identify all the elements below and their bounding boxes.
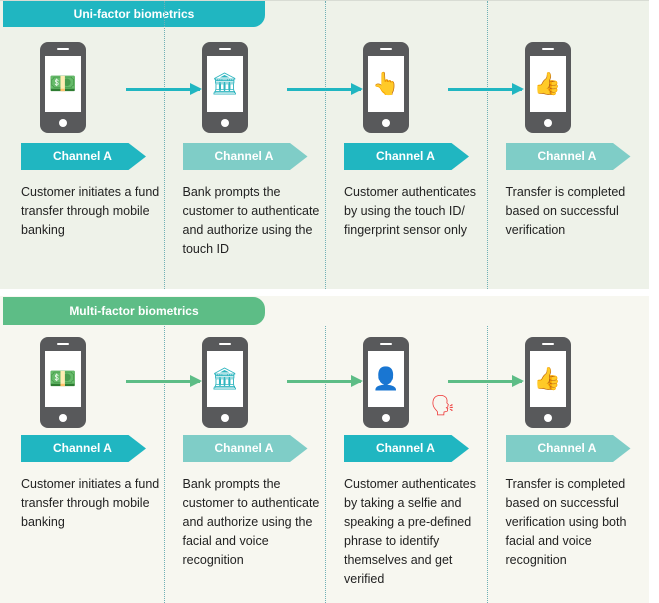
- divider: [487, 326, 488, 603]
- face-scan-icon: 👤: [372, 366, 400, 391]
- bank-icon: 🏛: [210, 71, 239, 96]
- channel-label: Channel A: [182, 143, 308, 170]
- phone-icon: 🏛: [201, 337, 248, 428]
- divider: [325, 326, 326, 603]
- phone-icon: 👤: [363, 337, 409, 428]
- phone-icon: 💵: [40, 337, 86, 428]
- step-description: Customer authenticates by taking a selfi…: [344, 477, 477, 586]
- arrow-right-icon: [448, 83, 524, 95]
- step-description: Customer initiates a fund transfer throu…: [21, 477, 160, 529]
- step-description: Bank prompts the customer to authenticat…: [182, 185, 320, 256]
- step-3: 👤 Channel A Customer authenticates by ta…: [323, 0, 485, 603]
- channel-label: Channel A: [344, 435, 469, 462]
- step-1: 💵 Channel A Customer initiates a fund tr…: [0, 0, 162, 603]
- step-description: Transfer is completed based on successfu…: [505, 477, 627, 567]
- step-1: 💵 Channel A Customer initiates a fund tr…: [0, 0, 162, 603]
- step-4: 👍 Channel A Transfer is completed based …: [485, 0, 647, 603]
- channel-label: Channel A: [505, 435, 631, 462]
- speaking-face-icon: 🗣: [430, 395, 456, 417]
- money-icon: 💵: [49, 366, 77, 391]
- step-description: Bank prompts the customer to authenticat…: [182, 477, 320, 567]
- arrow-right-icon: [126, 83, 202, 95]
- phone-icon: 💵: [40, 42, 86, 133]
- phone-icon: 👍: [524, 337, 571, 428]
- channel-label: Channel A: [21, 435, 146, 462]
- section-title: Multi-factor biometrics: [3, 297, 265, 325]
- divider: [487, 1, 488, 289]
- money-icon: 💵: [49, 71, 77, 96]
- channel-label: Channel A: [182, 435, 308, 462]
- section-title: Uni-factor biometrics: [3, 1, 265, 27]
- step-3: 👆 Channel A Customer authenticates by us…: [323, 0, 485, 603]
- step-2: 🏛 Channel A Bank prompts the customer to…: [162, 0, 324, 603]
- step-4: 👍 Channel A Transfer is completed based …: [485, 0, 647, 603]
- bank-icon: 🏛: [210, 366, 239, 391]
- divider: [164, 1, 165, 289]
- arrow-right-icon: [126, 375, 202, 387]
- channel-label: Channel A: [344, 143, 469, 170]
- arrow-right-icon: [287, 375, 363, 387]
- divider: [164, 326, 165, 603]
- arrow-right-icon: [287, 83, 363, 95]
- channel-label: Channel A: [505, 143, 631, 170]
- thumbs-up-icon: 👍: [533, 366, 562, 391]
- step-description: Transfer is completed based on successfu…: [505, 185, 626, 237]
- divider: [325, 1, 326, 289]
- phone-icon: 👆: [363, 42, 409, 133]
- fingerprint-touch-icon: 👆: [372, 71, 400, 96]
- channel-label: Channel A: [21, 143, 146, 170]
- thumbs-up-icon: 👍: [533, 71, 562, 96]
- arrow-right-icon: [448, 375, 524, 387]
- phone-icon: 🏛: [201, 42, 248, 133]
- phone-icon: 👍: [524, 42, 571, 133]
- step-2: 🏛 Channel A Bank prompts the customer to…: [162, 0, 324, 603]
- step-description: Customer initiates a fund transfer throu…: [21, 185, 160, 237]
- step-description: Customer authenticates by using the touc…: [344, 185, 477, 237]
